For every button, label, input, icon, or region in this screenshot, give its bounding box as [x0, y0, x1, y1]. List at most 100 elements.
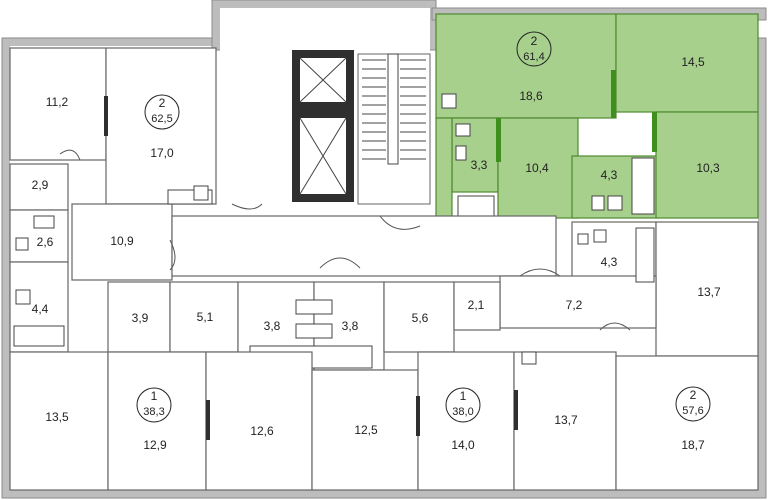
room-area-label: 3,8 [342, 319, 359, 333]
apartment-area: 61,4 [523, 51, 544, 63]
toilet-icon [591, 195, 605, 211]
room-12-5[interactable] [311, 369, 419, 491]
apartment-rooms: 2 [159, 96, 166, 110]
sink-icon [521, 351, 537, 365]
washer-icon [295, 299, 333, 315]
bathtub-icon [631, 157, 655, 215]
room-2-6[interactable] [9, 209, 69, 263]
room-area-label: 5,1 [197, 310, 214, 324]
door-swing [231, 203, 263, 210]
room-2-1[interactable] [453, 281, 501, 331]
staircase [357, 53, 431, 205]
room-area-label: 18,7 [681, 438, 705, 452]
door-swing [319, 257, 361, 269]
room-area-label: 14,0 [451, 438, 475, 452]
room-area-label: 4,3 [601, 255, 618, 269]
apartment-rooms: 2 [531, 34, 538, 48]
room-18-6[interactable] [435, 13, 617, 119]
room-13-7-a[interactable] [655, 221, 759, 357]
sink-icon [193, 185, 209, 201]
room-area-label: 12,6 [250, 424, 274, 438]
apartment-badge[interactable]: 1 38,0 [445, 387, 481, 423]
wall-dark-b2 [416, 396, 420, 436]
room-11-2[interactable] [9, 47, 107, 161]
wall-accent-2 [496, 118, 501, 162]
stair-steps [362, 59, 426, 160]
wall-dark-b1 [206, 400, 210, 440]
door-swing [519, 268, 561, 277]
apartment-badge[interactable]: 1 38,3 [136, 387, 172, 423]
room-area-label: 12,9 [143, 438, 167, 452]
room-14-0[interactable] [417, 351, 515, 491]
highlighted-apartment[interactable] [435, 13, 759, 219]
room-17-0[interactable] [105, 47, 217, 205]
apartment-rooms: 1 [151, 389, 158, 403]
washer-icon [15, 289, 31, 305]
apartment-badge[interactable]: 2 57,6 [675, 386, 711, 422]
door-swing [59, 149, 81, 161]
toilet-icon [455, 145, 467, 161]
sink-icon [295, 323, 333, 339]
hall-highlighted[interactable] [435, 117, 453, 219]
room-7-2[interactable] [499, 275, 657, 329]
room-10-3[interactable] [655, 111, 759, 219]
room-area-label: 3,9 [132, 311, 149, 325]
room-area-label: 5,6 [412, 311, 429, 325]
sink-icon [455, 123, 471, 137]
door-swing [599, 322, 631, 331]
washer-icon [607, 195, 623, 211]
room-area-label: 13,7 [554, 413, 578, 427]
apartment-rooms: 1 [460, 389, 467, 403]
room-10-9[interactable] [71, 203, 173, 281]
room-area-label: 18,6 [519, 89, 543, 103]
core-area [220, 8, 430, 52]
room-18-7[interactable] [615, 355, 759, 491]
elevator-cross [299, 57, 347, 103]
room-area-label: 10,3 [696, 161, 720, 175]
room-12-6[interactable] [205, 351, 313, 491]
room-area-label: 4,4 [32, 302, 49, 316]
sink-icon [33, 215, 55, 229]
room-2-9[interactable] [9, 163, 69, 211]
wall-accent-3 [652, 112, 657, 152]
apartment-area: 57,6 [682, 405, 703, 417]
room-area-label: 17,0 [150, 146, 174, 160]
apartment-badge-highlighted[interactable]: 2 61,4 [516, 31, 552, 67]
room-5-1[interactable] [169, 281, 239, 353]
toilet-icon [593, 229, 607, 243]
corridor [171, 215, 557, 277]
wall-dark-left [104, 96, 108, 136]
toilet-icon [15, 237, 29, 251]
room-13-5[interactable] [9, 351, 109, 491]
apartment-area: 62,5 [151, 113, 172, 125]
bathtub-icon [13, 325, 65, 347]
room-area-label: 3,8 [264, 319, 281, 333]
room-area-label: 4,3 [601, 168, 618, 182]
apartment-area: 38,3 [143, 406, 164, 418]
room-10-4[interactable] [497, 117, 579, 219]
sink-icon [577, 233, 589, 245]
apartment-badge[interactable]: 2 62,5 [144, 94, 180, 130]
apartment-area: 38,0 [452, 406, 473, 418]
room-area-label: 2,6 [37, 235, 54, 249]
door-swing [169, 239, 176, 271]
room-area-label: 13,5 [45, 410, 69, 424]
door-swing [379, 215, 421, 230]
room-area-label: 10,9 [110, 234, 134, 248]
wall-dark-b3 [514, 390, 518, 430]
room-area-label: 3,3 [471, 158, 488, 172]
room-area-label: 2,9 [32, 178, 49, 192]
room-13-7-b[interactable] [513, 351, 617, 491]
room-area-label: 13,7 [697, 285, 721, 299]
room-area-label: 14,5 [681, 55, 705, 69]
bathtub-icon [457, 195, 495, 217]
room-area-label: 12,5 [354, 423, 378, 437]
elevator-cross [299, 117, 347, 195]
room-area-label: 11,2 [46, 95, 69, 109]
wall-accent-1 [611, 70, 616, 118]
room-area-label: 10,4 [525, 161, 549, 175]
room-12-9[interactable] [107, 351, 207, 491]
bathtub-icon [635, 227, 655, 283]
apartment-rooms: 2 [690, 388, 697, 402]
